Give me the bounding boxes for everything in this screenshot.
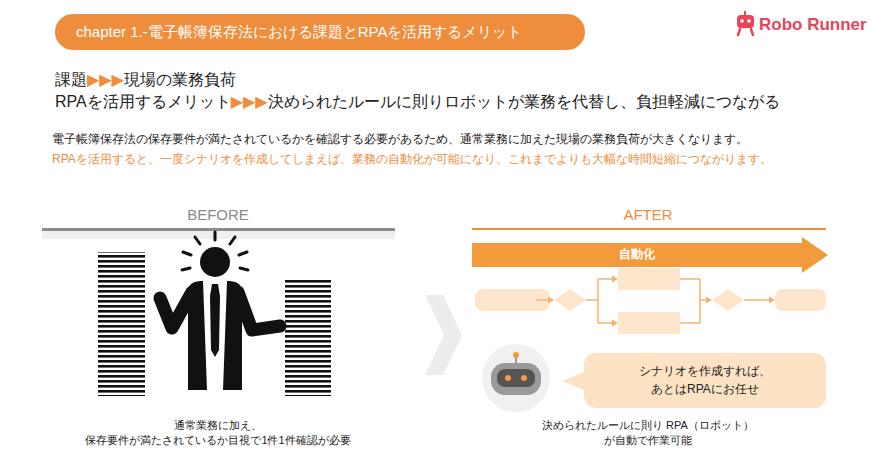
logo-text: Robo Runner <box>759 13 867 37</box>
before-heading: BEFORE <box>158 204 278 225</box>
arrow-marks: ▶▶▶ <box>87 71 124 88</box>
before-rule <box>42 228 395 231</box>
transition-chevron <box>425 295 462 375</box>
heading-text: 決められたルールに則りロボットが業務を代替し、負担軽減につながる <box>268 93 780 110</box>
title-banner <box>55 14 585 50</box>
robot-icon <box>482 344 550 412</box>
bubble-tail <box>562 372 584 390</box>
before-rule-shade <box>42 231 395 239</box>
arrow-head <box>802 237 828 273</box>
after-heading: AFTER <box>588 204 708 225</box>
worried-worker <box>160 232 280 390</box>
logo-icon <box>737 11 754 35</box>
node-text: 自動化 <box>619 246 655 263</box>
after-rule <box>472 228 826 230</box>
heading-row: RPAを活用するメリット▶▶▶決められたルールに則りロボットが業務を代替し、負担… <box>55 92 780 113</box>
benefit-text: RPAを活用すると、一度シナリオを作成してしまえば、業務の自動化が可能になり、こ… <box>52 151 772 168</box>
paper-stack <box>98 252 145 396</box>
intro-text: 電子帳簿保存法の保存要件が満たされているかを確認する必要があるため、通常業務に加… <box>52 131 748 148</box>
heading-text: RPAを活用するメリット <box>55 93 231 110</box>
heading-text: 課題 <box>55 71 87 88</box>
speech-bubble: シナリオを作成すれば、 あとはRPAにお任せ <box>584 353 826 408</box>
automation-band: 自動化 <box>472 243 802 267</box>
heading-text: 現場の業務負荷 <box>124 71 236 88</box>
before-caption: 通常業務に加え、 保存要件が満たされているか目視で1件1件確認が必要 <box>68 418 368 449</box>
after-caption: 決められたルールに則り RPA（ロボット）が自動で作業可能 <box>538 418 758 449</box>
title-text: chapter 1.-電子帳簿保存法における課題とRPAを活用するメリット <box>76 14 522 50</box>
paper-stack <box>285 280 331 396</box>
heading-row: 課題▶▶▶現場の業務負荷 <box>55 70 236 91</box>
node-text: シナリオを作成すれば、 あとはRPAにお任せ <box>610 363 800 398</box>
arrow-marks: ▶▶▶ <box>231 93 268 110</box>
flowchart <box>475 268 826 334</box>
